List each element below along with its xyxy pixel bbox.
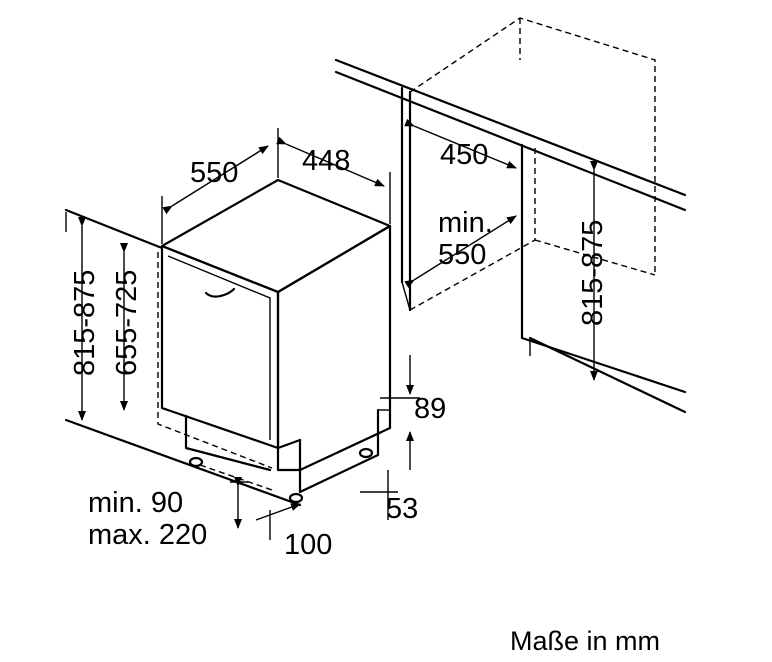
dimension-labels: 550 448 450 min. 550 815-875 815-875 655… <box>69 139 660 656</box>
left-worktop-lines <box>64 208 302 507</box>
units-caption: Maße in mm <box>510 626 660 656</box>
label-plinth-depth: 100 <box>284 529 332 561</box>
dimension-lines <box>78 118 598 540</box>
label-depth: 550 <box>190 157 238 189</box>
label-niche-height: 815-875 <box>577 220 609 326</box>
label-foot-offset: 53 <box>386 493 418 525</box>
label-plinth-gap-min: min. 90 <box>88 487 183 519</box>
label-plinth-gap-max: max. 220 <box>88 519 207 551</box>
label-niche-depth-value: 550 <box>438 239 486 271</box>
label-total-height: 815-875 <box>69 270 101 376</box>
dishwasher-body <box>157 178 392 504</box>
label-front-height: 655-725 <box>111 270 143 376</box>
label-niche-depth-min: min. <box>438 207 493 239</box>
niche-cabinet <box>334 17 687 414</box>
label-width: 448 <box>302 145 350 177</box>
label-niche-width: 450 <box>440 139 488 171</box>
label-toe-height: 89 <box>414 393 446 425</box>
